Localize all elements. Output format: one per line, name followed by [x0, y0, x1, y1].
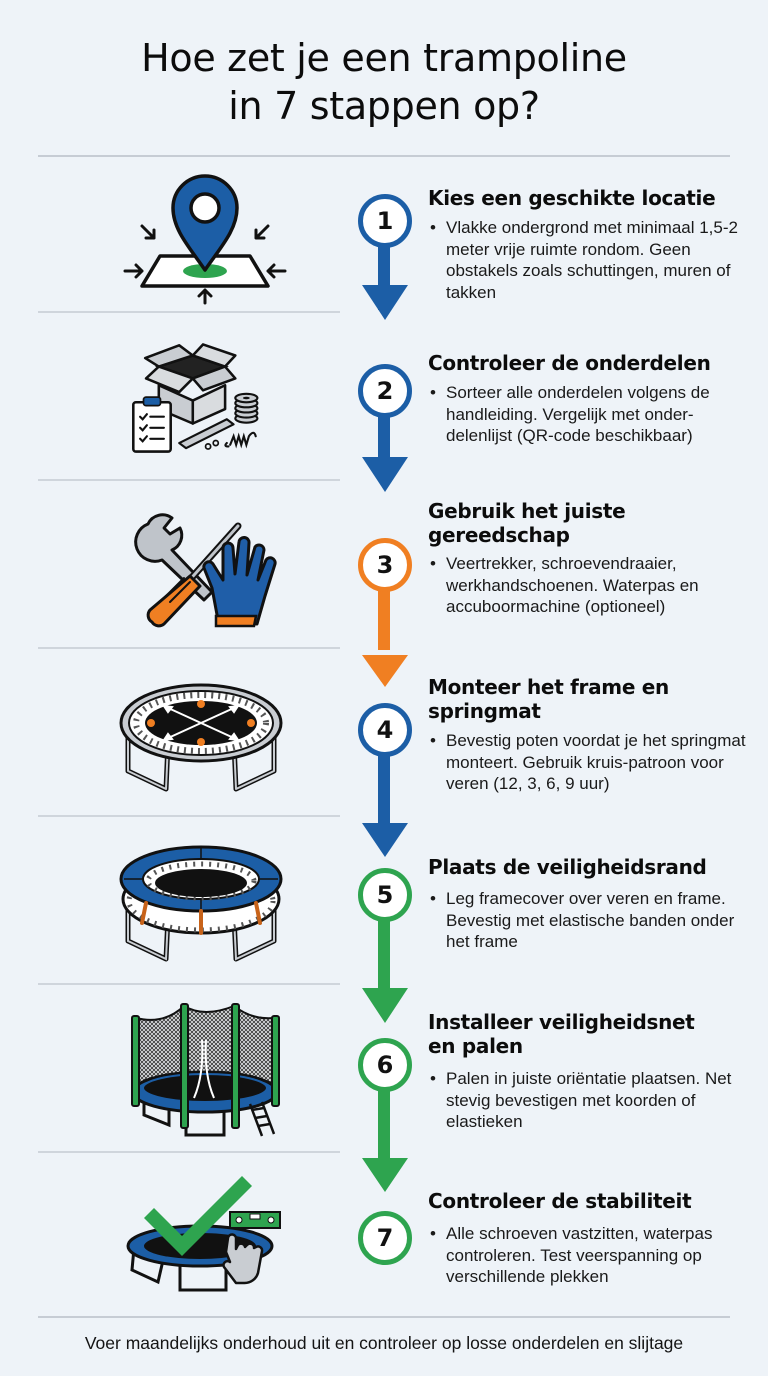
step-7-description: • Alle schroeven vastzitten, waterpas co… [428, 1223, 758, 1288]
step-1-number-badge: 1 [358, 194, 412, 248]
bullet-icon: • [430, 1224, 436, 1243]
step-7-title: Controleer de stabiliteit [428, 1189, 692, 1213]
step-7-number-badge: 7 [358, 1211, 412, 1265]
step-4-title: Monteer het frame en springmat [428, 675, 669, 723]
step-4: 4 Monteer het frame en springmat • Beves… [0, 665, 768, 857]
step-3-number-badge: 3 [358, 538, 412, 592]
step-2-number-badge: 2 [358, 364, 412, 418]
step-1-body-text: Vlakke ondergrond met minimaal 1,5-2 met… [446, 218, 738, 302]
step-4-number-badge: 4 [358, 703, 412, 757]
row-divider [38, 311, 340, 313]
step-5-description: • Leg framecover over veren en frame. Be… [428, 888, 758, 953]
bullet-icon: • [430, 554, 436, 573]
step-4-arrow-connector [356, 665, 414, 857]
bullet-icon: • [430, 1069, 436, 1088]
footer-note: Voer maandelijks onderhoud uit en contro… [84, 1333, 684, 1353]
stability-check-icon [124, 1170, 284, 1310]
row-divider [38, 815, 340, 817]
title-line-1: Hoe zet je een trampoline [141, 36, 627, 80]
step-2-title: Controleer de onderdelen [428, 351, 711, 375]
step-6-number-badge: 6 [358, 1038, 412, 1092]
top-divider [38, 155, 730, 157]
title-line-2: in 7 stappen op? [228, 84, 540, 128]
step-5-number-badge: 5 [358, 868, 412, 922]
step-2: 2 Controleer de onderdelen • Sorteer all… [0, 325, 768, 493]
step-6-arrow-connector [356, 1000, 414, 1192]
step-3-arrow-connector [356, 495, 414, 687]
step-6-title: Installeer veiligheidsnet en palen [428, 1010, 695, 1058]
bullet-icon: • [430, 731, 436, 750]
trampoline-net-icon [124, 1000, 284, 1140]
trampoline-padding-icon [116, 841, 286, 971]
step-1-title: Kies een geschikte locatie [428, 186, 716, 210]
step-4-body-text: Bevestig poten voordat je het springmat … [446, 731, 746, 793]
row-divider [38, 647, 340, 649]
step-2-body-text: Sorteer alle onderdelen volgens de handl… [446, 383, 710, 445]
step-3-body-text: Veertrekker, schroevendraaier, werkhands… [446, 554, 699, 616]
bullet-icon: • [430, 889, 436, 908]
location-pin-icon [120, 168, 290, 308]
page-title: Hoe zet je een trampoline in 7 stappen o… [0, 34, 768, 130]
step-5-body-text: Leg framecover over veren en frame. Beve… [446, 889, 735, 951]
step-3-description: • Veertrekker, schroevendraaier, werkhan… [428, 553, 758, 618]
step-5-title: Plaats de veiligheidsrand [428, 855, 707, 879]
step-1: 1 Kies een geschikte locatie • Vlakke on… [0, 160, 768, 328]
row-divider [38, 1151, 340, 1153]
step-6-body-text: Palen in juiste oriëntatie plaatsen. Net… [446, 1069, 732, 1131]
step-1-description: • Vlakke ondergrond met minimaal 1,5-2 m… [428, 217, 758, 303]
parts-box-checklist-icon [118, 328, 288, 468]
step-4-description: • Bevestig poten voordat je het springma… [428, 730, 758, 795]
step-6: 6 Installeer veiligheidsnet en palen • P… [0, 1000, 768, 1192]
bullet-icon: • [430, 218, 436, 237]
bullet-icon: • [430, 383, 436, 402]
trampoline-frame-icon [116, 671, 286, 801]
step-6-description: • Palen in juiste oriëntatie plaatsen. N… [428, 1068, 758, 1133]
step-3: 3 Gebruik het juiste gereedschap • Veert… [0, 495, 768, 687]
step-2-description: • Sorteer alle onderdelen volgens de han… [428, 382, 758, 447]
step-7: 7 Controleer de stabiliteit • Alle schro… [0, 1170, 768, 1338]
step-3-title: Gebruik het juiste gereedschap [428, 499, 626, 547]
tools-gloves-icon [132, 497, 282, 637]
row-divider [38, 983, 340, 985]
step-5-arrow-connector [356, 835, 414, 1023]
step-5: 5 Plaats de veiligheidsrand • Leg framec… [0, 835, 768, 1023]
row-divider [38, 479, 340, 481]
step-7-body-text: Alle schroeven vastzitten, waterpas cont… [446, 1224, 713, 1286]
bottom-divider [38, 1316, 730, 1318]
